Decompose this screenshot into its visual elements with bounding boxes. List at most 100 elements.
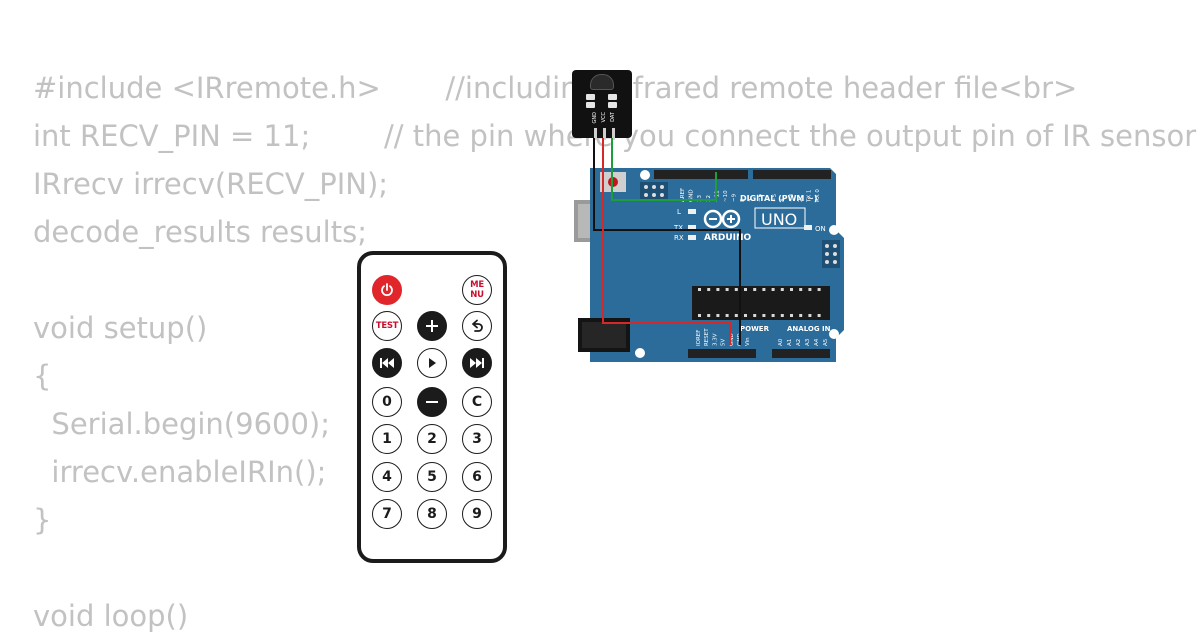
play-button[interactable] xyxy=(417,348,447,378)
pin-label: A1 xyxy=(787,339,793,346)
ir-pin-label: DAT xyxy=(610,112,616,122)
mounting-hole xyxy=(640,170,650,180)
analog-label: ANALOG IN xyxy=(787,325,831,333)
digit-5-button[interactable]: 5 xyxy=(417,462,447,492)
on-led xyxy=(804,225,812,230)
pin-label: GND xyxy=(689,189,695,202)
model-label: UNO xyxy=(761,210,797,229)
pin-label: IOREF xyxy=(696,330,702,346)
digit-7-button[interactable]: 7 xyxy=(372,499,402,529)
code-line: { xyxy=(33,359,52,393)
pin-label: A5 xyxy=(823,338,829,346)
minus-icon xyxy=(426,401,438,403)
chip-pin xyxy=(790,288,793,291)
pin-label: 5V xyxy=(721,339,727,346)
digit-8-button[interactable]: 8 xyxy=(417,499,447,529)
digit-0-button[interactable]: 0 xyxy=(372,387,402,417)
pin-label: AREF xyxy=(680,188,686,202)
chip-pin xyxy=(707,288,711,291)
chip-pin xyxy=(698,314,701,317)
brand-label: ARDUINO xyxy=(704,233,752,243)
digit-3-button[interactable]: 3 xyxy=(462,424,492,454)
ir-remote-control: ME NU TEST 0 C xyxy=(357,251,507,563)
code-line: decode_results results; xyxy=(33,215,367,249)
code-line: #include <IRremote.h> //including infrar… xyxy=(33,71,1078,105)
chip-pin xyxy=(716,314,720,317)
digit-6-button[interactable]: 6 xyxy=(462,462,492,492)
digital-label: DIGITAL (PWM ~) xyxy=(740,194,818,203)
l-led xyxy=(688,209,696,214)
digit-4-button[interactable]: 4 xyxy=(372,462,402,492)
code-line: } xyxy=(33,503,52,537)
ir-pin-label: VCC xyxy=(601,112,607,123)
chip-pin xyxy=(790,314,793,317)
pin-label: A2 xyxy=(796,339,802,346)
pin-label: A4 xyxy=(814,338,820,346)
chip-pin xyxy=(808,314,812,317)
icsp-header xyxy=(640,182,668,200)
on-led-label: ON xyxy=(815,225,826,233)
chip-pin xyxy=(707,314,711,317)
chip-pin xyxy=(780,288,784,291)
mounting-hole xyxy=(635,348,645,358)
digital-header-right xyxy=(753,170,831,179)
pin-label: ~5 xyxy=(772,193,778,202)
code-line: IRrecv irrecv(RECV_PIN); xyxy=(33,167,389,201)
ir-pin xyxy=(594,128,597,140)
next-icon xyxy=(470,358,484,368)
chip-pin xyxy=(808,288,812,291)
chip-pin xyxy=(799,314,803,317)
pin-label: 2 xyxy=(798,199,804,203)
pin-label: Vin xyxy=(745,337,751,346)
chip-pin xyxy=(734,314,738,317)
play-icon xyxy=(429,358,436,368)
chip-pin xyxy=(725,314,729,317)
pin-label: 12 xyxy=(706,195,712,202)
pin-label: RX 0 xyxy=(815,189,821,202)
pin-label: A0 xyxy=(778,338,784,346)
next-button[interactable] xyxy=(462,348,492,378)
plus-button[interactable] xyxy=(417,311,447,341)
power-header xyxy=(688,349,756,358)
rx-led-label: RX xyxy=(674,234,684,242)
digital-header-left xyxy=(654,170,748,179)
power-button[interactable] xyxy=(372,275,402,305)
ir-pin-label: GND xyxy=(592,112,598,124)
ir-pin xyxy=(603,128,606,140)
uno-box xyxy=(754,207,806,229)
code-line: void setup() xyxy=(33,311,208,345)
smd-component xyxy=(586,94,595,100)
pin-label: ~6 xyxy=(757,193,763,202)
chip-pin xyxy=(817,314,821,317)
chip-pin xyxy=(771,314,775,317)
chip-pin xyxy=(762,288,766,291)
tx-led-label: TX xyxy=(673,224,683,232)
back-button[interactable] xyxy=(462,311,492,341)
minus-button[interactable] xyxy=(417,387,447,417)
pin-label: 4 xyxy=(781,198,787,202)
return-icon xyxy=(472,319,483,332)
ir-receiver-module: GND VCC DAT xyxy=(572,70,632,140)
chip-pin xyxy=(744,314,747,317)
smd-component xyxy=(608,94,617,100)
chip-pin xyxy=(744,288,747,291)
power-label: POWER xyxy=(740,325,770,333)
pin-label: ~9 xyxy=(732,193,738,202)
digit-2-button[interactable]: 2 xyxy=(417,424,447,454)
pin-label: ~10 xyxy=(723,190,729,202)
pin-label: TX 1 xyxy=(806,190,812,203)
digit-1-button[interactable]: 1 xyxy=(372,424,402,454)
power-icon xyxy=(381,283,393,297)
pin-label: 7 xyxy=(749,198,755,202)
mounting-hole xyxy=(829,225,839,235)
clear-button[interactable]: C xyxy=(462,387,492,417)
pin-label: GND xyxy=(737,333,743,346)
chip-pin xyxy=(734,288,738,291)
previous-button[interactable] xyxy=(372,348,402,378)
menu-button[interactable]: ME NU xyxy=(462,275,492,305)
digit-9-button[interactable]: 9 xyxy=(462,499,492,529)
pin-label: RESET xyxy=(704,328,710,346)
test-button[interactable]: TEST xyxy=(372,311,402,341)
mounting-hole xyxy=(829,329,839,339)
